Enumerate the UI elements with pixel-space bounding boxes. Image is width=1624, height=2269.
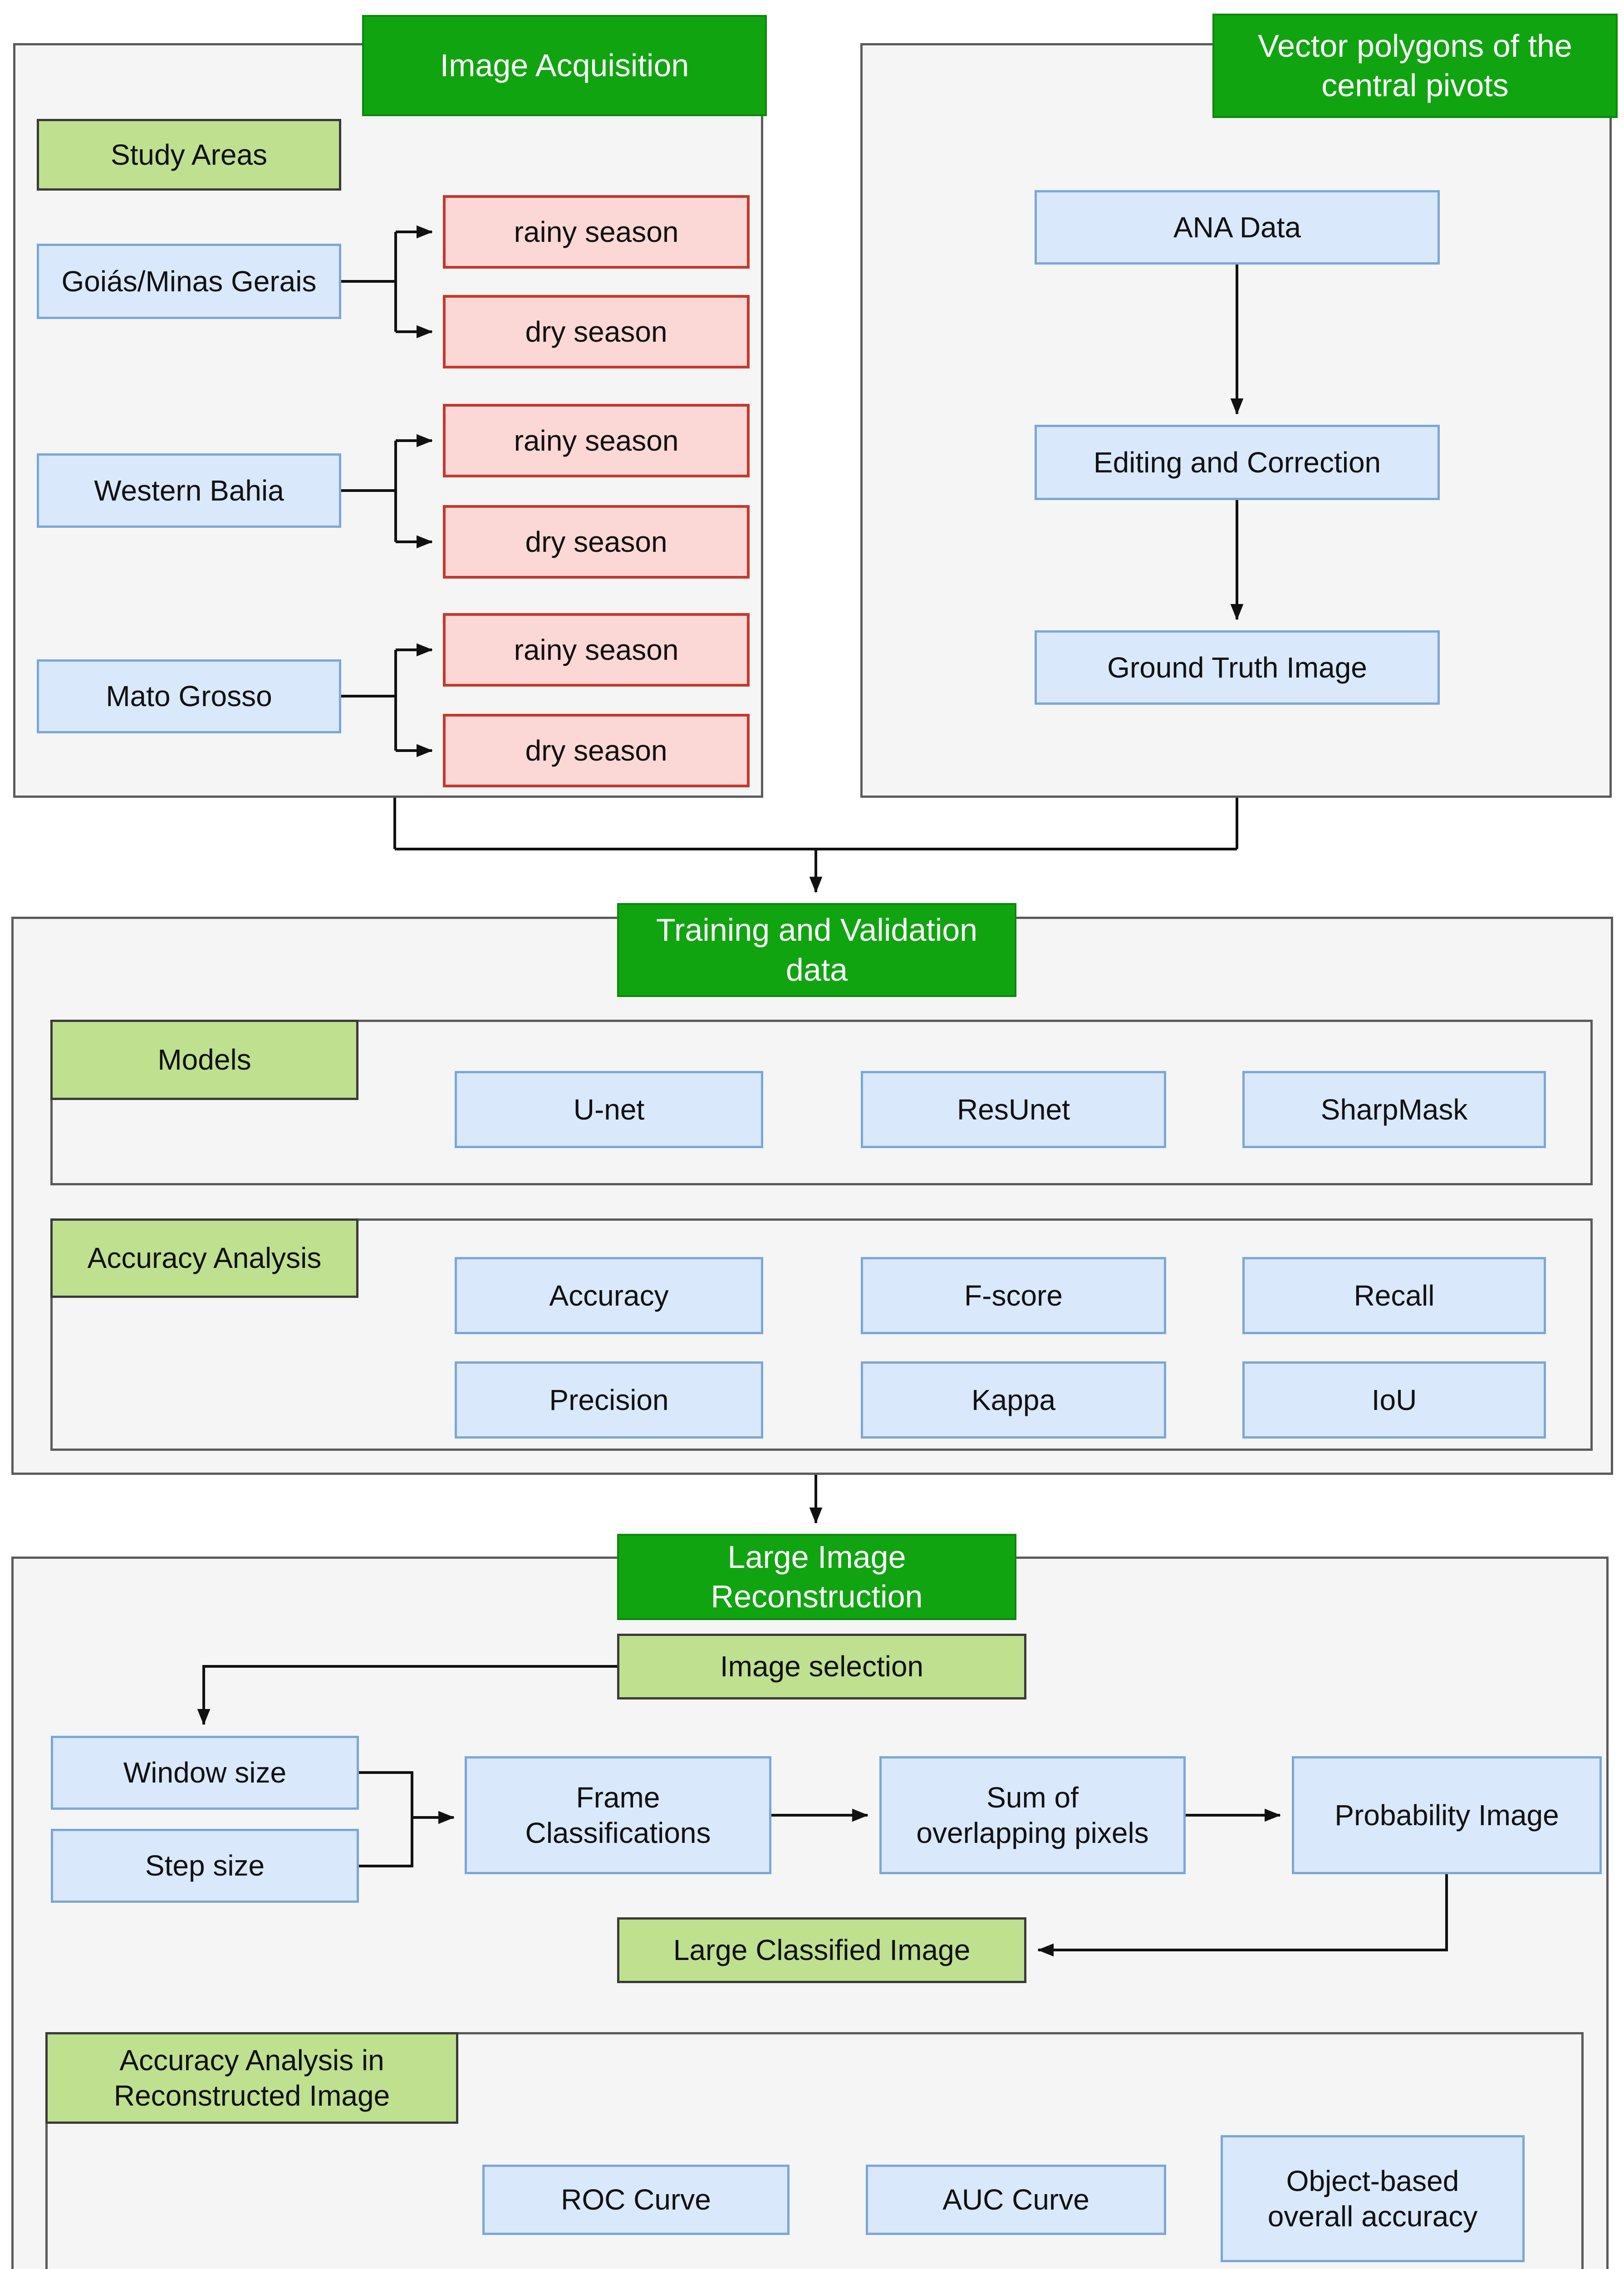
node-probability-image: Probability Image [1292,1756,1602,1874]
season-goias-rainy: rainy season [443,195,750,269]
metric-precision: Precision [455,1361,763,1439]
node-frame-classifications: Frame Classifications [465,1756,771,1874]
study-area-goias-minas-gerais: Goiás/Minas Gerais [37,244,341,319]
metric-fscore: F-score [861,1257,1166,1334]
header-vector-polygons: Vector polygons of the central pivots [1212,14,1618,118]
header-large-image-reconstruction: Large Image Reconstruction [617,1534,1016,1620]
study-areas-label: Study Areas [37,119,341,191]
metric-object-based-accuracy: Object-based overall accuracy [1221,2135,1525,2262]
metric-accuracy: Accuracy [455,1257,763,1334]
node-editing-correction: Editing and Correction [1035,425,1440,500]
node-sum-overlapping-pixels: Sum of overlapping pixels [879,1756,1186,1874]
header-training-validation: Training and Validation data [617,903,1016,997]
season-bahia-dry: dry season [443,505,750,579]
metric-auc-curve: AUC Curve [866,2165,1166,2235]
metric-recall: Recall [1242,1257,1546,1334]
model-sharpmask: SharpMask [1242,1071,1546,1148]
large-classified-image-label: Large Classified Image [617,1917,1026,1983]
header-image-acquisition: Image Acquisition [362,15,767,116]
accuracy-analysis-label: Accuracy Analysis [50,1218,358,1298]
node-window-size: Window size [51,1736,359,1810]
metric-iou: IoU [1242,1361,1546,1439]
node-step-size: Step size [51,1829,359,1903]
accuracy-reconstructed-label: Accuracy Analysis in Reconstructed Image [45,2032,458,2124]
study-area-western-bahia: Western Bahia [37,453,341,528]
season-mato-rainy: rainy season [443,613,750,687]
model-unet: U-net [455,1071,763,1148]
season-bahia-rainy: rainy season [443,404,750,477]
season-mato-dry: dry season [443,714,750,787]
metric-kappa: Kappa [861,1361,1166,1439]
node-ground-truth-image: Ground Truth Image [1035,630,1440,705]
study-area-mato-grosso: Mato Grosso [37,659,341,733]
model-resunet: ResUnet [861,1071,1166,1148]
season-goias-dry: dry season [443,295,750,368]
metric-roc-curve: ROC Curve [482,2165,790,2235]
image-selection-label: Image selection [617,1634,1026,1699]
models-label: Models [50,1020,358,1100]
node-ana-data: ANA Data [1035,190,1440,265]
